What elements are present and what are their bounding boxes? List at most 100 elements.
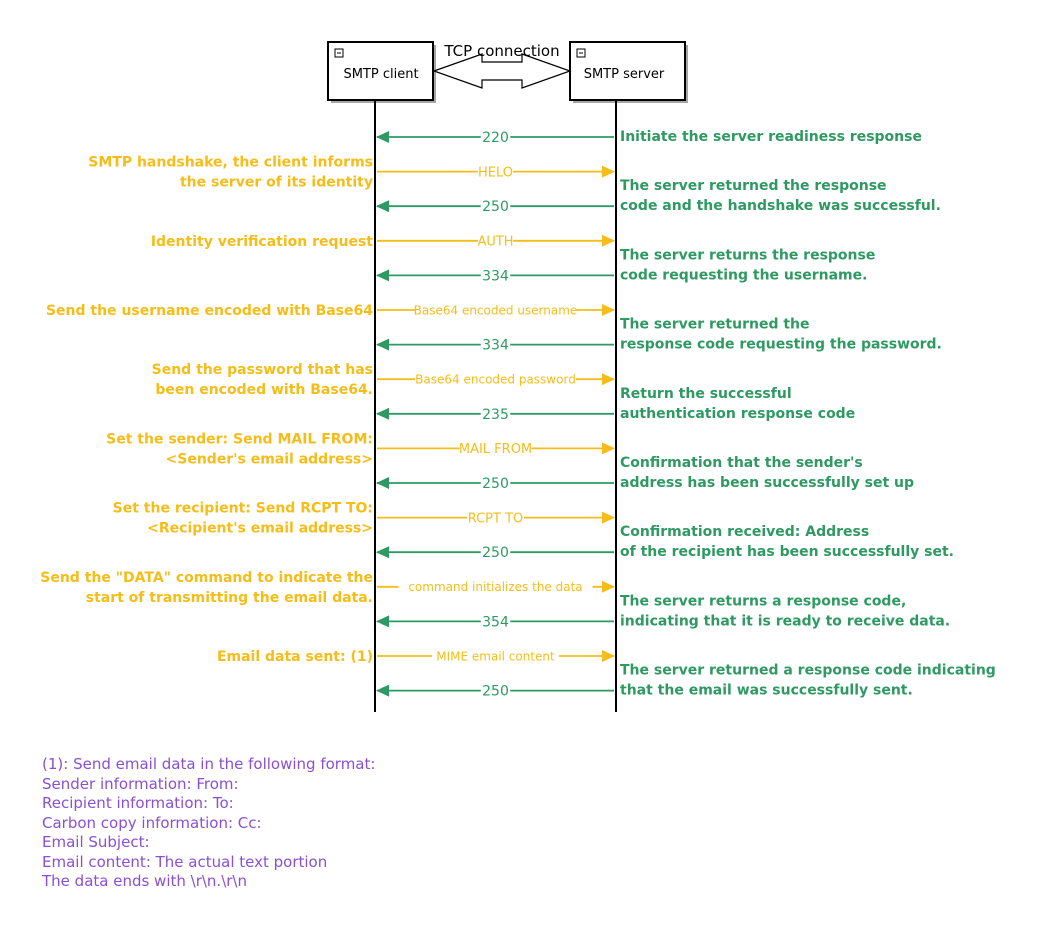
client-annotation: Identity verification request <box>151 234 373 250</box>
server-annotation: address has been successfully set up <box>620 475 914 491</box>
arrowhead-icon <box>602 511 615 524</box>
message-label: 220 <box>482 130 509 146</box>
arrowhead-icon <box>376 546 389 559</box>
server-box <box>569 41 686 101</box>
server-annotation: indicating that it is ready to receive d… <box>620 613 950 629</box>
server-annotation: The server returned the <box>620 317 810 333</box>
message-label: 250 <box>482 545 509 561</box>
arrowhead-icon <box>602 373 615 386</box>
footnote-line: Email Subject: <box>42 833 150 851</box>
server-annotation: code requesting the username. <box>620 267 867 283</box>
message-label: AUTH <box>477 234 513 249</box>
arrowhead-icon <box>602 442 615 455</box>
footnote-line: Recipient information: To: <box>42 794 234 812</box>
tcp-connection-label: TCP connection <box>443 42 559 60</box>
message-label: Base64 encoded password <box>415 373 576 387</box>
footnote-line: The data ends with \r\n.\r\n <box>42 872 247 890</box>
arrowhead-icon <box>376 131 389 143</box>
client-annotation: Send the username encoded with Base64 <box>46 303 373 319</box>
footnote-line: Carbon copy information: Cc: <box>42 813 262 832</box>
message-label: 334 <box>482 268 509 284</box>
message-label: 334 <box>482 338 509 354</box>
message: MAIL FROM Set the sender: Send MAIL FROM:… <box>106 431 615 467</box>
message: 250 The server returned a response code i… <box>376 663 996 700</box>
message-label: 250 <box>482 476 509 492</box>
minus-box-icon <box>334 48 344 58</box>
client-annotation: Send the "DATA" command to indicate the <box>40 570 373 586</box>
client-annotation: Send the password that has <box>152 362 373 378</box>
arrowhead-icon <box>376 338 389 351</box>
server-annotation: of the recipient has been successfully s… <box>620 544 954 560</box>
footnote-line: (1): Send email data in the following fo… <box>42 755 376 773</box>
message: AUTH Identity verification request <box>151 234 615 250</box>
arrowhead-icon <box>602 304 615 316</box>
server-annotation: Initiate the server readiness response <box>620 129 922 145</box>
message-label: Base64 encoded username <box>414 303 578 317</box>
message: 250 Confirmation received: Address of the … <box>376 524 954 561</box>
message-label: MIME email content <box>436 649 555 663</box>
footnote-line: Email content: The actual text portion <box>42 852 328 871</box>
message-label: 250 <box>482 199 509 215</box>
arrowhead-icon <box>376 477 389 489</box>
server-participant: SMTP server <box>569 41 688 103</box>
message-label: 354 <box>482 614 509 630</box>
message: Base64 encoded username Send the username… <box>46 303 615 319</box>
message: Base64 encoded password Send the password… <box>152 362 615 398</box>
arrowhead-icon <box>376 407 389 420</box>
message-label: RCPT TO <box>468 511 524 526</box>
server-label: SMTP server <box>584 67 665 82</box>
message-label: MAIL FROM <box>459 442 532 457</box>
server-annotation: Return the successful <box>620 386 792 402</box>
client-label: SMTP client <box>343 67 418 82</box>
arrowhead-icon <box>602 580 615 593</box>
message: 334 The server returns the response code … <box>376 247 875 284</box>
client-box <box>327 41 434 101</box>
client-annotation: Email data sent: (1) <box>217 649 373 665</box>
message-label: 250 <box>482 684 509 700</box>
message: 235 Return the successful authentication r… <box>376 386 855 423</box>
arrowhead-icon <box>376 615 389 628</box>
minus-box-icon <box>576 48 586 58</box>
message-label: 235 <box>482 407 509 423</box>
server-annotation: The server returns a response code, <box>620 593 906 609</box>
message: HELO SMTP handshake, the client informs th… <box>88 155 615 191</box>
lifelines <box>374 101 617 712</box>
client-annotation: the server of its identity <box>180 175 373 191</box>
arrowhead-icon <box>602 650 615 662</box>
messages: 220 Initiate the server readiness respons… <box>40 129 996 700</box>
footnote: (1): Send email data in the following fo… <box>42 755 375 892</box>
client-annotation: Set the recipient: Send RCPT TO: <box>113 501 373 517</box>
message: 220 Initiate the server readiness respons… <box>376 129 922 146</box>
client-annotation: SMTP handshake, the client informs <box>88 155 373 171</box>
server-annotation: The server returns the response <box>620 247 875 263</box>
tcp-connection: TCP connection <box>432 42 572 89</box>
client-annotation: <Recipient's email address> <box>147 521 373 537</box>
arrowhead-icon <box>602 165 615 178</box>
client-annotation: start of transmitting the email data. <box>86 590 373 606</box>
server-annotation: code and the handshake was successful. <box>620 198 941 214</box>
message: 250 The server returned the response code… <box>376 178 941 215</box>
client-annotation: been encoded with Base64. <box>155 382 373 398</box>
client-participant: SMTP client <box>327 41 436 103</box>
footnote-line: Sender information: From: <box>42 774 239 793</box>
client-annotation: <Sender's email address> <box>166 451 373 467</box>
arrowhead-icon <box>376 684 389 697</box>
arrowhead-icon <box>376 269 389 282</box>
server-annotation: authentication response code <box>620 406 855 422</box>
server-annotation: Confirmation that the sender's <box>620 455 863 471</box>
message-label: HELO <box>478 165 513 180</box>
server-annotation: Confirmation received: Address <box>620 524 869 540</box>
message: 250 Confirmation that the sender's address… <box>376 455 914 492</box>
message: MIME email content Email data sent: (1) <box>217 649 615 665</box>
double-arrow-icon <box>432 53 572 89</box>
arrowhead-icon <box>376 200 389 213</box>
server-annotation: The server returned the response <box>620 178 887 194</box>
client-annotation: Set the sender: Send MAIL FROM: <box>106 431 373 447</box>
arrowhead-icon <box>602 234 615 247</box>
message: RCPT TO Set the recipient: Send RCPT TO: <… <box>113 501 615 537</box>
server-annotation: The server returned a response code indi… <box>620 663 996 679</box>
server-annotation: response code requesting the password. <box>620 337 942 353</box>
message: 334 The server returned the response code … <box>376 317 942 354</box>
